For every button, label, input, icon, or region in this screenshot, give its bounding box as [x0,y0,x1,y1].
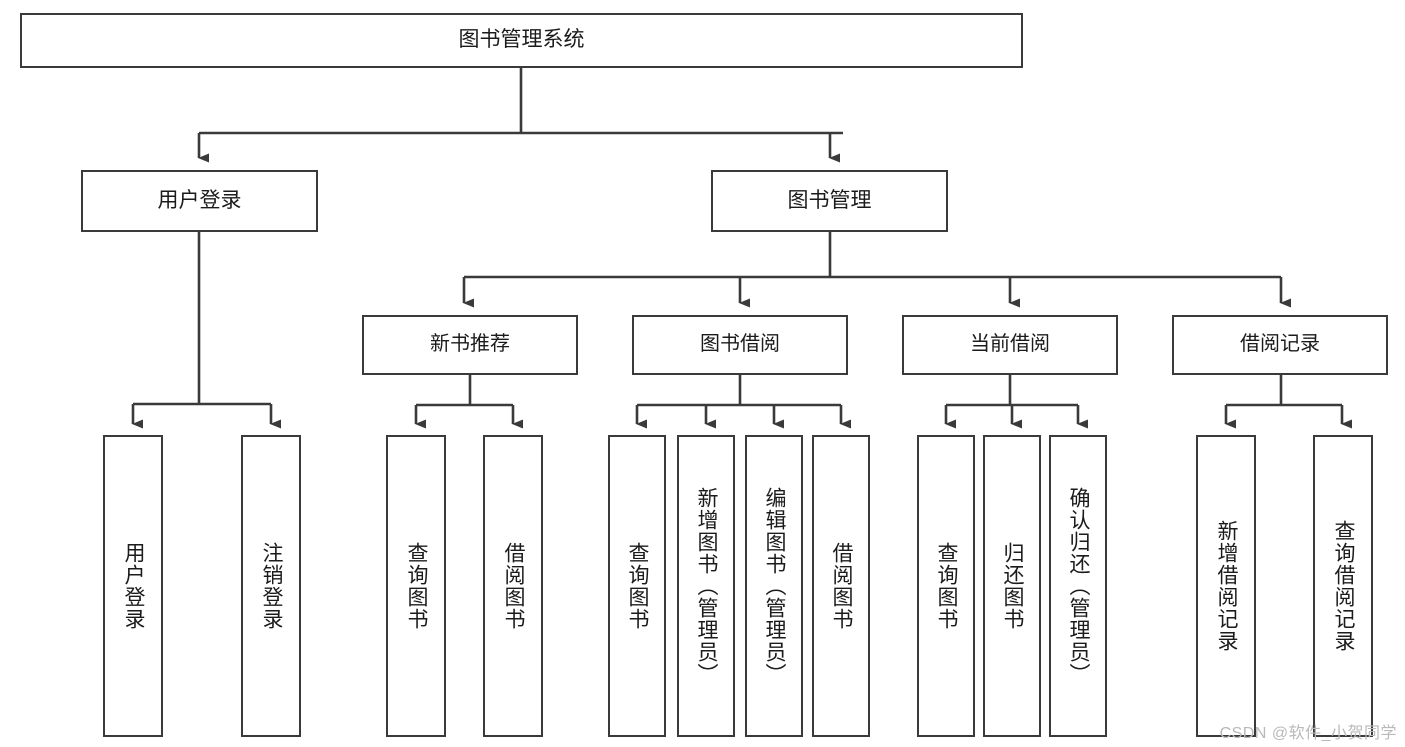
node-label: 注销登录 [260,542,284,630]
node-label: 查询图书 [935,542,959,630]
node-label: 借阅图书 [830,542,854,630]
node-label: 用户登录 [157,188,242,212]
node-leaf-newbook-borrow-book[interactable]: 借阅图书 [483,435,543,737]
node-leaf-bookborrow-query-book[interactable]: 查询图书 [608,435,666,737]
node-leaf-currentborrow-confirm-return-admin[interactable]: 确认归还（管理员） [1049,435,1107,737]
node-label: 借阅记录 [1240,333,1320,356]
node-borrowing-record[interactable]: 借阅记录 [1172,315,1388,375]
node-label: 归还图书 [1001,542,1025,630]
node-label: 图书借阅 [700,333,780,356]
node-label: 查询借阅记录 [1332,520,1356,652]
node-label: 当前借阅 [970,333,1050,356]
node-leaf-borrowrecord-query-record[interactable]: 查询借阅记录 [1313,435,1373,737]
node-leaf-borrowrecord-add-record[interactable]: 新增借阅记录 [1196,435,1256,737]
node-book-borrowing[interactable]: 图书借阅 [632,315,848,375]
node-label: 图书管理 [787,188,872,212]
node-leaf-bookborrow-borrow-book[interactable]: 借阅图书 [812,435,870,737]
node-leaf-bookborrow-add-book-admin[interactable]: 新增图书（管理员） [677,435,735,737]
node-root-book-management-system[interactable]: 图书管理系统 [20,13,1023,68]
node-new-book-recommendation[interactable]: 新书推荐 [362,315,578,375]
node-current-borrowing[interactable]: 当前借阅 [902,315,1118,375]
node-leaf-currentborrow-return-book[interactable]: 归还图书 [983,435,1041,737]
node-label: 用户登录 [122,542,146,630]
node-label: 查询图书 [626,542,650,630]
node-label: 确认归还（管理员） [1067,487,1091,685]
node-leaf-user-login-signin[interactable]: 用户登录 [103,435,163,737]
node-label: 借阅图书 [502,542,526,630]
node-user-login[interactable]: 用户登录 [81,170,318,232]
node-label: 图书管理系统 [458,28,585,52]
node-leaf-user-login-signout[interactable]: 注销登录 [241,435,301,737]
node-leaf-currentborrow-query-book[interactable]: 查询图书 [917,435,975,737]
node-label: 新增图书（管理员） [695,487,719,685]
node-label: 新增借阅记录 [1215,520,1239,652]
node-leaf-bookborrow-edit-book-admin[interactable]: 编辑图书（管理员） [745,435,803,737]
node-leaf-newbook-query-book[interactable]: 查询图书 [386,435,446,737]
node-label: 编辑图书（管理员） [763,487,787,685]
node-book-management[interactable]: 图书管理 [711,170,948,232]
node-label: 新书推荐 [430,333,510,356]
watermark-text: CSDN @软件_小贺同学 [1219,725,1397,742]
node-label: 查询图书 [405,542,429,630]
